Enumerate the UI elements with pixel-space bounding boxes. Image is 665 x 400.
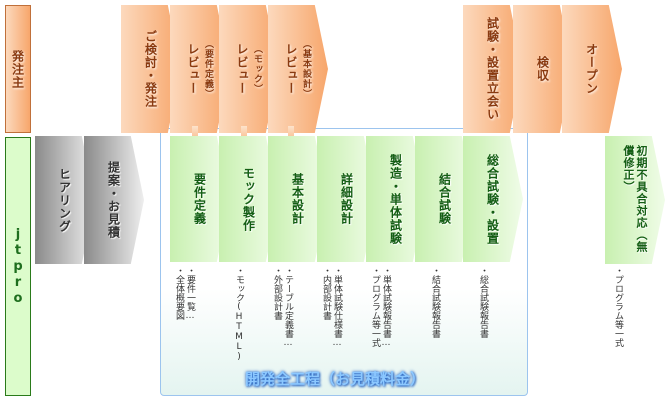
step-label: 総合試験・設置	[485, 153, 500, 245]
deliverable: ・テーブル定義書…	[283, 266, 293, 348]
deliverable: ・全体概要図	[174, 266, 184, 320]
deliverable: ・プログラム等一式	[370, 266, 380, 347]
step-label: オープン	[584, 43, 599, 95]
step-sublabel: （モック）	[252, 44, 262, 94]
deliverable: ・要件一覧…	[185, 266, 195, 321]
deliverable: ・プログラム等一式	[613, 266, 623, 347]
deliverable: ・外部設計書	[272, 266, 282, 320]
step-label: 基本設計	[290, 173, 305, 225]
step-initial-bug-fix: 初期不具合対応（無償修正）	[605, 136, 665, 264]
step-label: レビュー	[186, 43, 200, 95]
step-label: 要件定義	[192, 173, 207, 225]
step-label: レビュー	[235, 43, 249, 95]
client-lane-label: 発注主	[5, 5, 31, 133]
step-label: ご検討・発注	[143, 30, 158, 108]
step-review-basic-design: レビュー（基本設計）	[268, 5, 328, 133]
step-sublabel: （要件定義）	[203, 39, 213, 99]
step-label: 製造・単体試験	[388, 153, 403, 245]
deliverable: ・単体試験報告書…	[381, 266, 391, 348]
dev-step: 総合試験・設置	[463, 136, 523, 262]
step-proposal-estimate: 提案・お見積	[84, 136, 144, 264]
step-label: モック製作	[241, 166, 256, 232]
step-open: オープン	[562, 5, 622, 133]
deliverable: ・モック(HTML)	[234, 266, 244, 362]
deliverable: ・内部設計書	[321, 266, 331, 320]
step-label: 初期不具合対応（無償修正）	[622, 145, 648, 253]
step-label: 検収	[535, 56, 550, 82]
vendor-label-text: jtpro	[10, 226, 26, 307]
step-label: レビュー	[284, 43, 298, 95]
deliverable: ・総合試験報告書	[478, 266, 488, 338]
deliverable: ・結合試験報告書	[430, 266, 440, 338]
step-label: 試験・設置立会い	[485, 17, 500, 121]
step-label: 提案・お見積	[106, 161, 121, 239]
vendor-lane-label: jtpro	[5, 137, 31, 396]
deliverable: ・単体試験仕様書…	[332, 266, 342, 348]
step-sublabel: （基本設計）	[301, 39, 311, 99]
step-label: 詳細設計	[339, 173, 354, 225]
panel-title: 開発全工程（お見積料金）	[245, 370, 426, 388]
step-label: ヒアリング	[57, 167, 72, 233]
client-label-text: 発注主	[10, 49, 25, 89]
step-label: 結合試験	[437, 173, 452, 225]
